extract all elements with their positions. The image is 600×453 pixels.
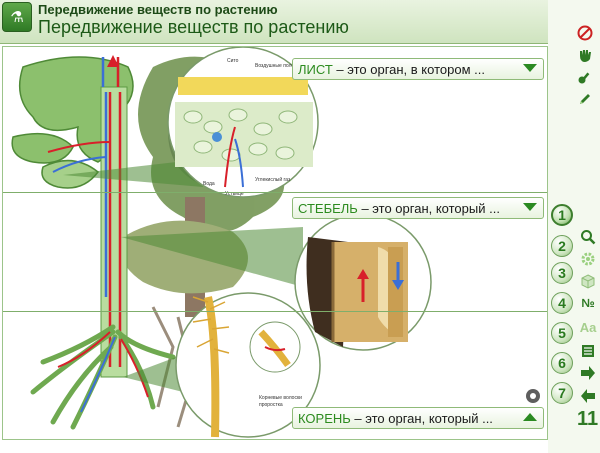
root-definition-text: – это орган, который ... xyxy=(350,410,493,426)
nav-number-1[interactable]: 1 xyxy=(551,204,573,226)
leaf-definition-text: – это орган, в котором ... xyxy=(332,61,485,77)
leaf-inset-label-water: Вода xyxy=(203,181,215,187)
page-title: Передвижение веществ по растению xyxy=(38,17,349,37)
leaf-term: ЛИСТ xyxy=(298,61,333,77)
stem-cross-section-inset xyxy=(294,213,432,351)
zoom-icon[interactable] xyxy=(577,226,599,248)
root-hair-inset: Корневые волоски проростка xyxy=(175,292,321,438)
nav-number-5[interactable]: 5 xyxy=(551,322,573,344)
text-size-icon[interactable]: Aa xyxy=(579,319,597,335)
window-title: Передвижение веществ по растению xyxy=(38,2,278,17)
section-divider-leaf-stem xyxy=(3,192,547,193)
list-icon[interactable] xyxy=(577,340,599,362)
nav-number-4[interactable]: 4 xyxy=(551,292,573,314)
leaf-inset-label-air: Воздушные полости xyxy=(255,63,302,69)
key-icon[interactable] xyxy=(574,66,596,88)
leaf-inset-label-sito: Сито xyxy=(227,58,239,64)
stem-definition-panel[interactable]: СТЕБЕЛЬ – это орган, который ... xyxy=(292,197,544,219)
leaf-inset-label-stoma: Устьице xyxy=(225,191,244,197)
nav-number-7[interactable]: 7 xyxy=(551,382,573,404)
nav-number-2[interactable]: 2 xyxy=(551,235,573,257)
sidebar xyxy=(548,0,600,453)
cube-icon[interactable] xyxy=(577,270,599,292)
app-logo-icon: ⚗ xyxy=(2,2,32,32)
root-inset-label-sprout: проростка xyxy=(259,402,283,408)
stem-definition-text: – это орган, который ... xyxy=(357,200,500,216)
expand-down-icon[interactable] xyxy=(523,64,537,72)
hand-icon[interactable] xyxy=(574,44,596,66)
root-inset-label-hairs: Корневые волоски xyxy=(259,395,302,401)
expand-up-icon[interactable] xyxy=(523,413,537,421)
nav-number-3[interactable]: 3 xyxy=(551,262,573,284)
leaf-inset-label-co2: Углекислый газ xyxy=(255,176,291,183)
title-bar: ⚗ Передвижение веществ по растению Перед… xyxy=(0,0,600,44)
pencil-icon[interactable] xyxy=(574,88,596,110)
ban-icon[interactable] xyxy=(574,22,596,44)
content-area: Сито Воздушные полости Вода Углекислый г… xyxy=(2,46,548,440)
root-definition-panel[interactable]: КОРЕНЬ – это орган, который ... xyxy=(292,407,544,429)
arrow-left-icon[interactable] xyxy=(577,385,599,407)
section-divider-stem-root xyxy=(3,311,547,312)
number-icon[interactable]: № xyxy=(581,296,595,310)
page-number: 11 xyxy=(577,408,599,430)
stem-term: СТЕБЕЛЬ xyxy=(298,200,358,216)
expand-down-icon[interactable] xyxy=(523,203,537,211)
leaf-cross-section-inset: Сито Воздушные полости Вода Углекислый г… xyxy=(167,47,319,198)
plant-roots xyxy=(30,324,176,430)
gear-icon[interactable] xyxy=(577,248,599,270)
nav-number-6[interactable]: 6 xyxy=(551,352,573,374)
root-term: КОРЕНЬ xyxy=(298,410,351,426)
plant-illustration: Сито Воздушные полости Вода Углекислый г… xyxy=(11,47,540,438)
leaf-definition-panel[interactable]: ЛИСТ – это орган, в котором ... xyxy=(292,58,544,80)
arrow-right-icon[interactable] xyxy=(577,362,599,384)
